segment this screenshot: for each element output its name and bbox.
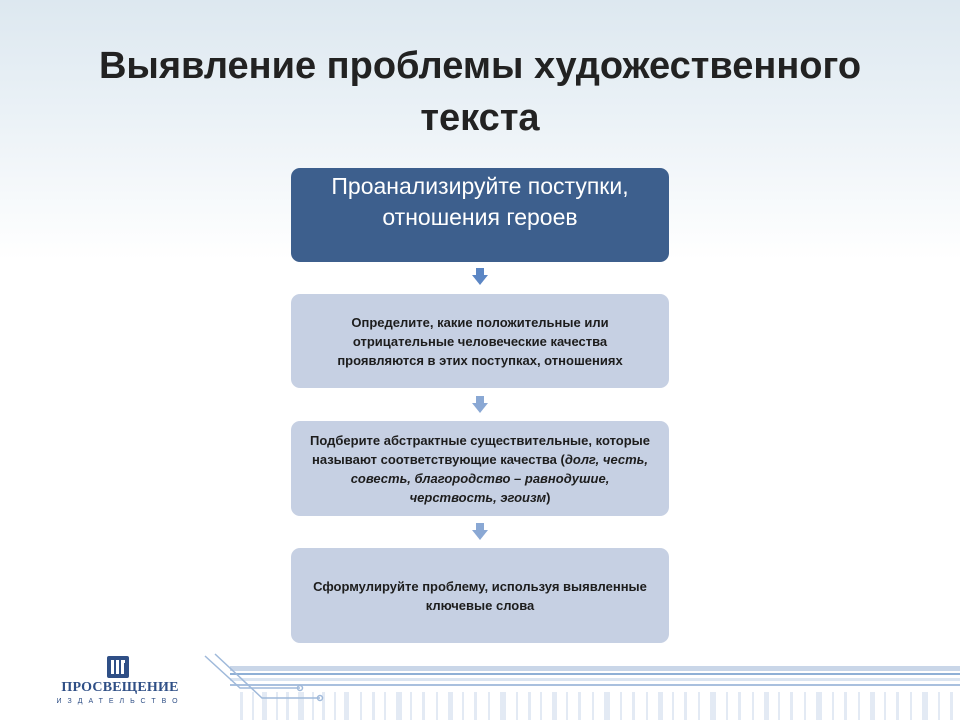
flow-step-choose-nouns-text: Подберите абстрактные существительные, к… — [309, 431, 651, 507]
flow-step-choose-nouns: Подберите абстрактные существительные, к… — [291, 421, 669, 516]
flow-step-analyze: Проанализируйте поступки, отношения геро… — [291, 168, 669, 262]
slide-title: Выявление проблемы художественного текст… — [98, 45, 862, 139]
flow-step-define-qualities: Определите, какие положительные или отри… — [291, 294, 669, 388]
prosveshchenie-logo-icon — [107, 656, 129, 678]
nouns-examples: долг, честь, совесть, благородство – рав… — [350, 451, 648, 505]
publisher-logo: ПРОСВЕЩЕНИЕ ИЗДАТЕЛЬСТВО — [50, 656, 190, 716]
nouns-instruction: Подберите абстрактные существительные, к… — [310, 432, 650, 467]
publisher-name: ПРОСВЕЩЕНИЕ — [61, 680, 179, 695]
down-arrow-icon — [472, 396, 488, 413]
nouns-close-paren: ) — [546, 489, 551, 505]
down-arrow-icon — [472, 268, 488, 285]
flow-step-formulate-problem: Сформулируйте проблему, используя выявле… — [291, 548, 669, 643]
publisher-subtitle: ИЗДАТЕЛЬСТВО — [56, 698, 184, 705]
down-arrow-icon — [472, 523, 488, 540]
footer-decoration — [0, 648, 960, 720]
